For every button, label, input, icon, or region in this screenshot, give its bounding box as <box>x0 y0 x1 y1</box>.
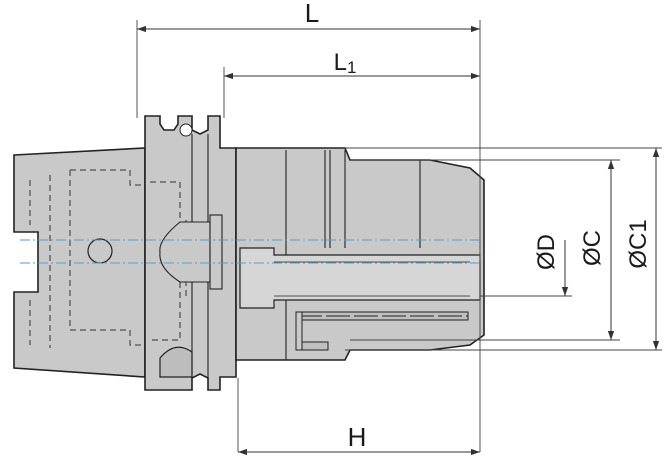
extension-lines <box>136 20 662 452</box>
label-C: ØC <box>579 230 606 266</box>
label-L1: L1 <box>334 49 357 77</box>
flange-detail <box>159 214 223 290</box>
label-L: L <box>305 0 319 28</box>
label-C1: ØC1 <box>625 219 652 268</box>
clamping-sleeve <box>295 311 469 351</box>
label-H: H <box>348 422 367 452</box>
label-D: ØD <box>533 234 560 270</box>
holder-body <box>13 115 485 391</box>
dimension-lines <box>137 25 660 456</box>
bore-cavity <box>239 247 481 309</box>
